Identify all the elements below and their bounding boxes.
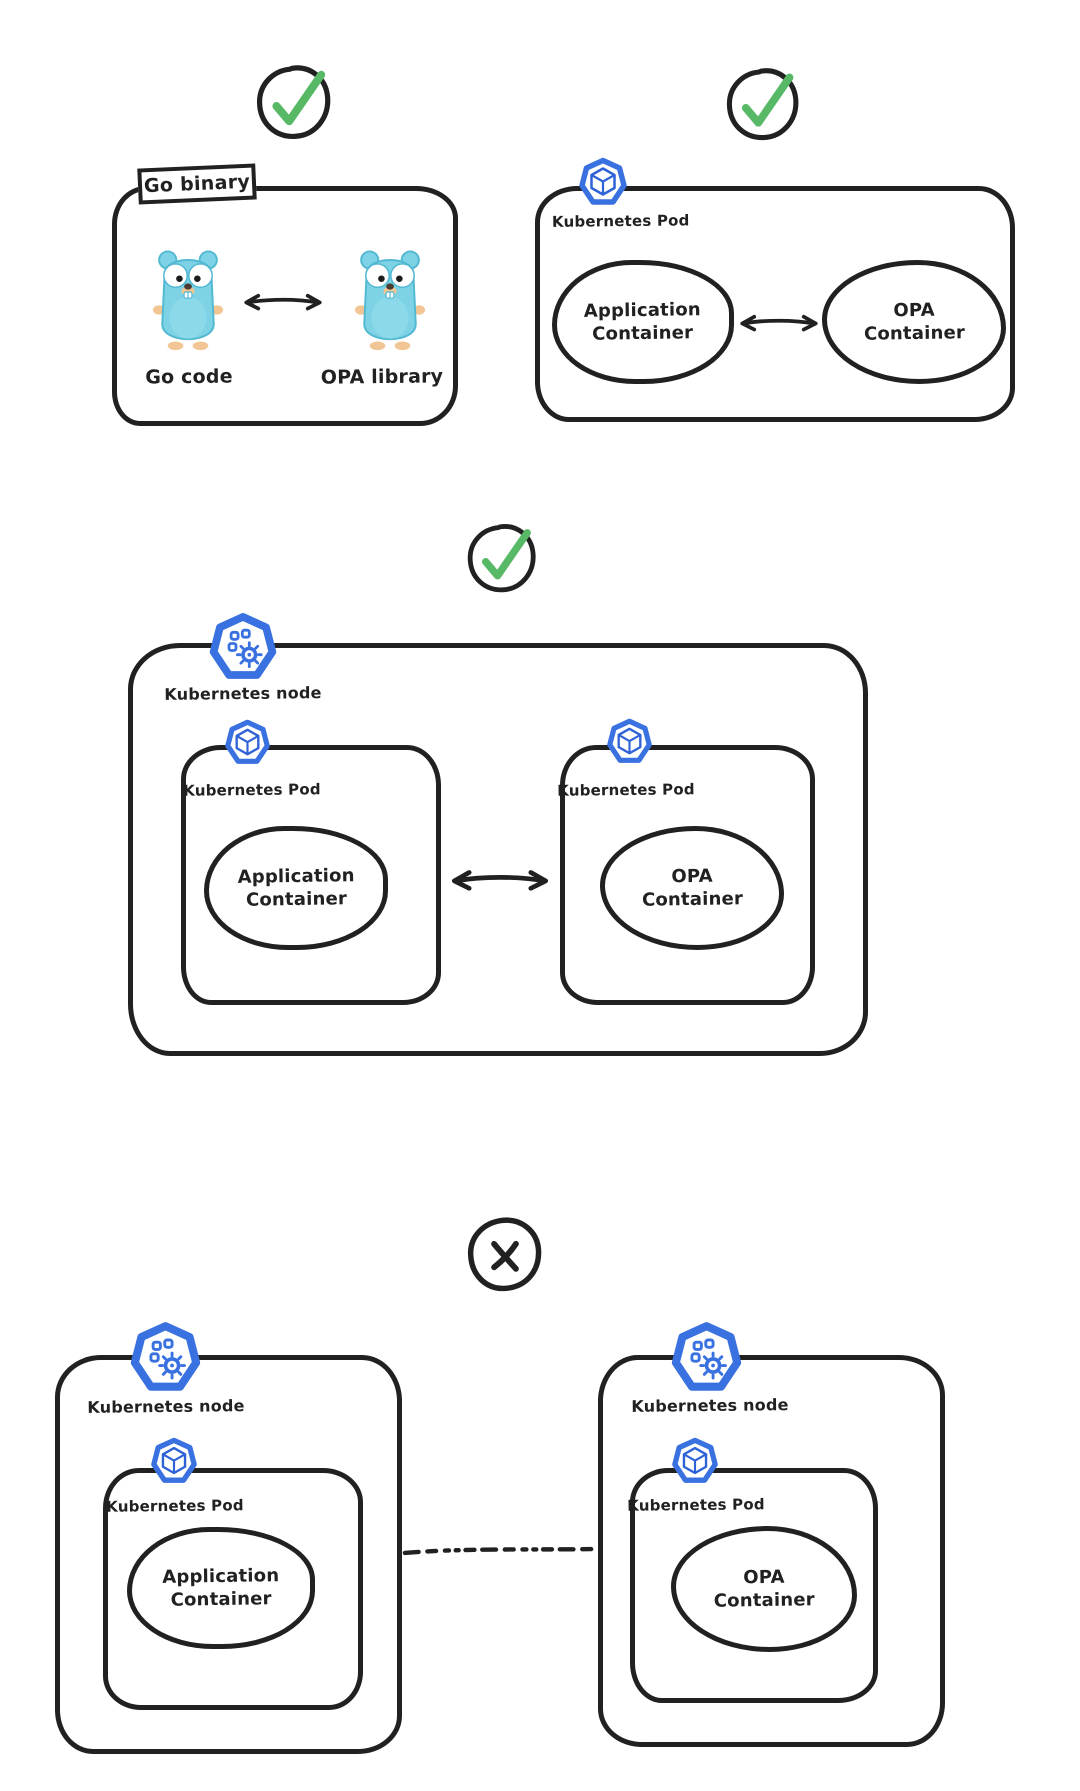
kubernetes-pod-label: Kubernetes Pod <box>183 780 321 800</box>
opa-container-ellipse: OPA Container <box>600 826 784 950</box>
opa-container-label: OPA Container <box>713 1566 815 1611</box>
approved-check-icon <box>465 521 539 595</box>
application-container-label: Application Container <box>237 864 355 910</box>
kubernetes-pod-label: Kubernetes Pod <box>551 211 690 231</box>
kubernetes-pod-box <box>103 1468 363 1710</box>
opa-container-ellipse: OPA Container <box>671 1526 857 1652</box>
go-binary-box <box>112 186 458 426</box>
application-container-ellipse: Application Container <box>127 1527 315 1649</box>
kubernetes-node-box <box>128 643 868 1056</box>
kubernetes-pod-icon <box>150 1437 198 1485</box>
kubernetes-pod-label: Kubernetes Pod <box>106 1496 244 1516</box>
kubernetes-node-icon <box>670 1321 743 1394</box>
application-container-label: Application Container <box>162 1564 280 1610</box>
go-binary-tab-label: Go binary <box>143 170 251 198</box>
go-code-label: Go code <box>145 365 233 389</box>
approved-check-icon <box>254 62 334 142</box>
dashed-connection-line <box>402 1544 598 1558</box>
bidirectional-arrow-icon <box>734 310 824 334</box>
kubernetes-pod-label: Kubernetes Pod <box>627 1495 765 1515</box>
kubernetes-pod-icon <box>224 719 271 766</box>
kubernetes-pod-box <box>181 745 441 1005</box>
kubernetes-pod-box <box>630 1468 878 1703</box>
opa-library-label: OPA library <box>320 365 444 389</box>
rejected-cross-icon <box>466 1215 544 1293</box>
opa-container-label: OPA Container <box>641 865 743 910</box>
kubernetes-node-box <box>55 1355 402 1754</box>
kubernetes-pod-icon <box>606 718 653 765</box>
kubernetes-pod-icon <box>671 1437 719 1485</box>
kubernetes-node-box <box>598 1355 945 1747</box>
kubernetes-pod-box <box>560 745 815 1005</box>
kubernetes-node-label: Kubernetes node <box>87 1396 245 1417</box>
kubernetes-pod-icon <box>578 157 628 207</box>
application-container-label: Application Container <box>584 298 702 344</box>
bidirectional-arrow-icon <box>238 289 328 313</box>
kubernetes-node-icon <box>129 1321 202 1394</box>
application-container-ellipse: Application Container <box>552 260 734 384</box>
kubernetes-node-label: Kubernetes node <box>631 1395 789 1416</box>
go-gopher-icon <box>149 246 227 352</box>
approved-check-icon <box>724 65 802 143</box>
opa-container-ellipse: OPA Container <box>822 260 1006 384</box>
application-container-ellipse: Application Container <box>204 826 388 950</box>
go-binary-tab: Go binary <box>137 163 257 205</box>
kubernetes-node-icon <box>208 612 278 682</box>
opa-gopher-icon <box>351 246 429 352</box>
opa-container-label: OPA Container <box>863 299 965 344</box>
kubernetes-pod-label: Kubernetes Pod <box>557 780 695 800</box>
bidirectional-arrow-icon <box>444 867 556 891</box>
kubernetes-node-label: Kubernetes node <box>164 683 322 704</box>
kubernetes-pod-box <box>535 186 1015 422</box>
